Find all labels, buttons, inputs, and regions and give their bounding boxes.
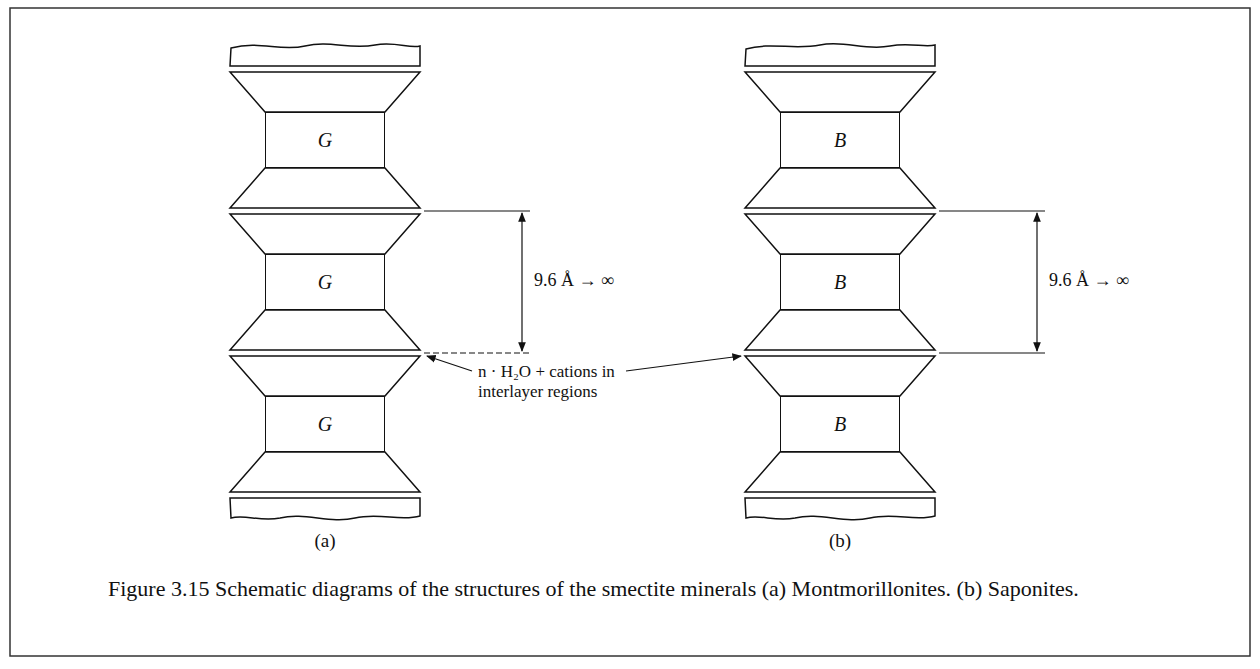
broken-layer-top xyxy=(230,44,420,66)
sheet-letter: G xyxy=(318,414,332,434)
dimension-line xyxy=(939,352,1045,353)
dimension-label: 9.6 Å → ∞ xyxy=(1049,270,1179,292)
sheet-letter: G xyxy=(318,130,332,150)
dimension-arrow xyxy=(521,213,522,351)
figure-frame xyxy=(10,8,1250,656)
sheet-letter: B xyxy=(834,130,846,150)
dimension-line xyxy=(939,210,1045,211)
broken-layer-top xyxy=(745,44,935,66)
interlayer-note: n · H₂O + cations in interlayer regions xyxy=(478,362,624,403)
sheet-letter: G xyxy=(318,272,332,292)
broken-layer-bottom xyxy=(745,498,935,520)
tetrahedral-sheets xyxy=(230,356,420,492)
sheet-letter: B xyxy=(834,272,846,292)
octahedral-sheet: G xyxy=(265,396,385,452)
tetrahedral-sheets xyxy=(230,214,420,350)
dimension-arrow xyxy=(1036,213,1037,351)
part-label: (a) xyxy=(295,530,355,553)
tetrahedral-sheets xyxy=(230,72,420,208)
broken-layer-bottom xyxy=(230,498,420,520)
octahedral-sheet: B xyxy=(780,254,900,310)
leader-arrow xyxy=(427,356,472,371)
octahedral-sheet: G xyxy=(265,254,385,310)
octahedral-sheet: B xyxy=(780,396,900,452)
dimension-line xyxy=(424,210,530,211)
octahedral-sheet: G xyxy=(265,112,385,168)
tetrahedral-sheets xyxy=(745,214,935,350)
leader-arrow xyxy=(626,356,741,371)
octahedral-sheet: B xyxy=(780,112,900,168)
dimension-line xyxy=(424,352,530,353)
sheet-letter: B xyxy=(834,414,846,434)
part-label: (b) xyxy=(810,530,870,553)
figure-caption: Figure 3.15 Schematic diagrams of the st… xyxy=(108,572,1148,605)
tetrahedral-sheets xyxy=(745,72,935,208)
tetrahedral-sheets xyxy=(745,356,935,492)
dimension-label: 9.6 Å → ∞ xyxy=(534,270,664,292)
